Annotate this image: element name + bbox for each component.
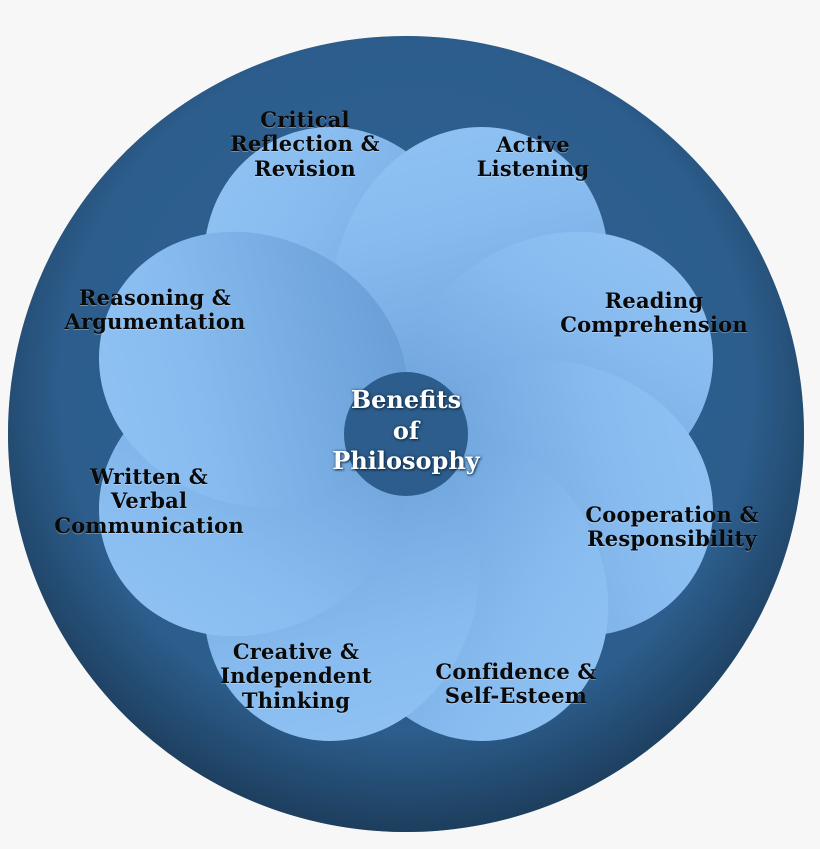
center-hub — [344, 372, 468, 496]
